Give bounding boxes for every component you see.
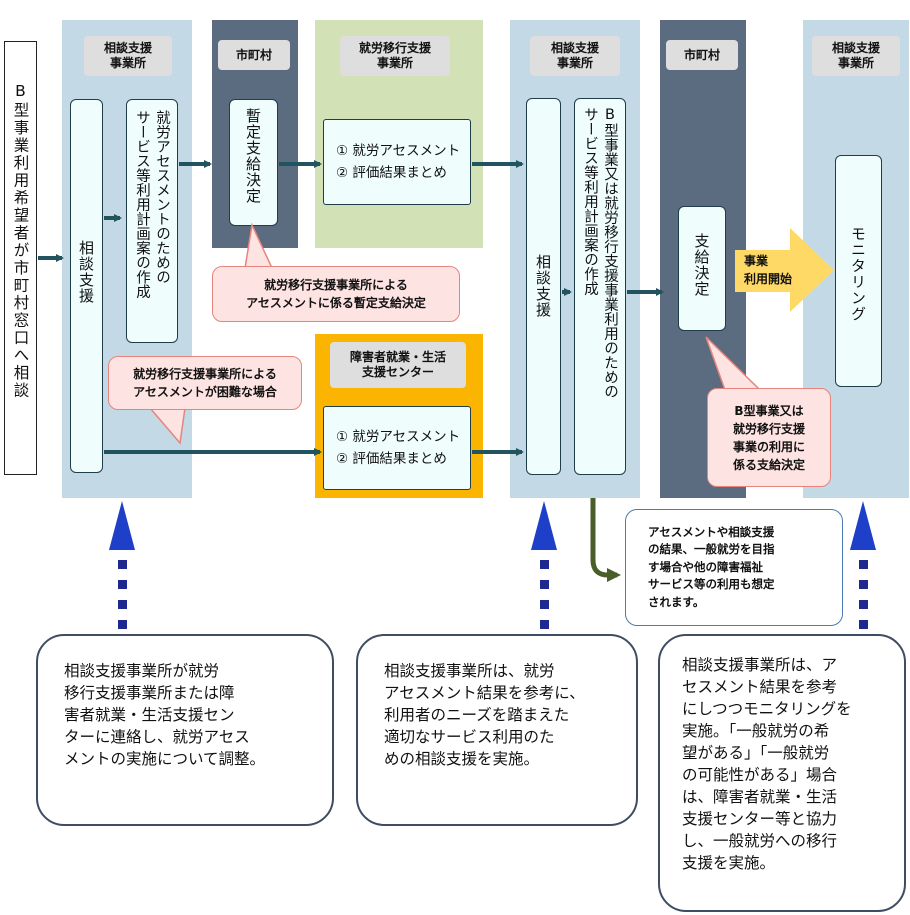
difficult-assessment-note: 就労移行支援事業所による アセスメントが困難な場合 [108, 356, 302, 410]
service-start-label: 事業 利用開始 [744, 254, 793, 286]
explanation-bubble-left: 相談支援事業所が就労 移行支援事業所または障 害者就業・生活支援セン ターに連絡… [36, 634, 334, 826]
plan-draft-box-2: B型事業又は就労移行支援事業利用のための サービス等利用計画案の作成 [574, 98, 626, 475]
bend-arrow [590, 498, 621, 582]
pointer-triangle-middle [531, 501, 557, 550]
lane-header-city-2: 市町村 [666, 40, 738, 70]
counseling-support-box-2: 相談支援 [526, 98, 561, 475]
monitoring-box: モニタリング [835, 155, 882, 387]
provisional-decision-box: 暫定支給決定 [229, 99, 278, 226]
assessment-steps-box-2: ① 就労アセスメント ② 評価結果まとめ [323, 406, 471, 490]
pointer-triangle-right [850, 501, 876, 550]
assessment-steps-box-1: ① 就労アセスメント ② 評価結果まとめ [323, 119, 471, 205]
lane-header-counsel-1: 相談支援 事業所 [84, 36, 172, 76]
service-start-arrow [735, 228, 834, 312]
lane-header-counsel-3: 相談支援 事業所 [812, 36, 900, 76]
general-employment-note: アセスメントや相談支援 の結果、一般就労を目指 す場合や他の障害福祉 サービス等… [625, 509, 843, 626]
lane-header-transition: 就労移行支援 事業所 [340, 36, 450, 76]
counseling-support-box-1: 相談支援 [70, 99, 103, 473]
lane-header-employment-center: 障害者就業・生活 支援センター [330, 342, 466, 388]
explanation-bubble-middle: 相談支援事業所は、就労 アセスメント結果を参考に、 利用者のニーズを踏まえた 適… [356, 634, 638, 826]
pointer-triangle-left [109, 501, 135, 550]
lane-header-counsel-2: 相談支援 事業所 [530, 36, 620, 76]
explanation-bubble-right: 相談支援事業所は、ア セスメント結果を参考 にしつつモニタリングを 実施。「一般… [658, 634, 906, 912]
start-consultation-box: B型事業利用希望者が市町村窓口へ相談 [4, 41, 37, 475]
payment-decision-box: 支給決定 [678, 206, 726, 331]
payment-decision-note: B型事業又は 就労移行支援 事業の利用に 係る支給決定 [707, 388, 831, 487]
plan-draft-box-1: 就労アセスメントのための サービス等利用計画案の作成 [126, 99, 178, 343]
lane-header-city-1: 市町村 [218, 40, 290, 70]
provisional-decision-note: 就労移行支援事業所による アセスメントに係る暫定支給決定 [212, 266, 460, 322]
